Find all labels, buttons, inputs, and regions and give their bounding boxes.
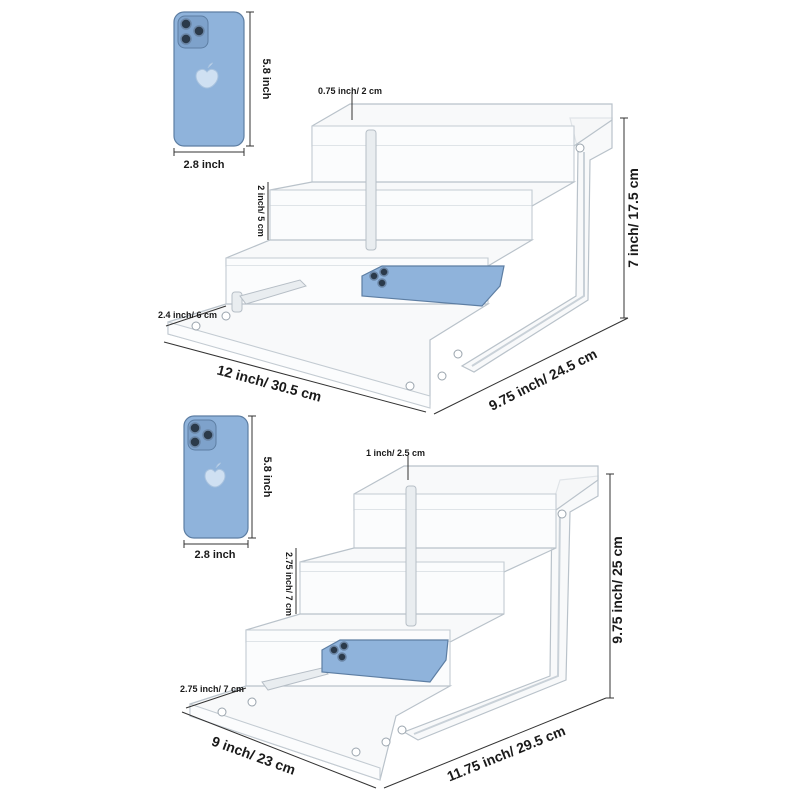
camera-lens-icon bbox=[377, 278, 387, 288]
foot-pad bbox=[247, 697, 257, 707]
top-acrylic-stand bbox=[167, 103, 613, 409]
apple-logo-icon bbox=[204, 462, 226, 488]
top-depth-dimension-line bbox=[433, 317, 629, 415]
bottom-phone-width-label: 2.8 inch bbox=[195, 549, 236, 561]
top-bottom-lip-label: 2.4 inch/ 6 cm bbox=[158, 310, 217, 320]
top-phone-height-label: 5.8 inch bbox=[260, 59, 272, 100]
bottom-step-height-label: 2.75 inch/ 7 cm bbox=[284, 552, 294, 616]
bottom-stand-phone bbox=[321, 639, 449, 683]
foot-pad bbox=[397, 725, 407, 735]
camera-lens-icon bbox=[337, 652, 347, 662]
top-width-dimension-line bbox=[163, 341, 427, 413]
phone-lying bbox=[361, 265, 505, 307]
top-lip-label: 0.75 inch/ 2 cm bbox=[318, 86, 382, 96]
top-step-height-label: 2 inch/ 5 cm bbox=[256, 185, 266, 237]
top-reference-phone bbox=[173, 11, 245, 147]
side-plate bbox=[460, 117, 613, 373]
camera-lens-icon bbox=[180, 33, 192, 45]
foot-pad bbox=[217, 707, 227, 717]
foot-pad bbox=[453, 349, 463, 359]
camera-lens-icon bbox=[339, 641, 349, 651]
camera-lens-icon bbox=[329, 645, 339, 655]
camera-lens-icon bbox=[189, 436, 201, 448]
foot-pad bbox=[405, 381, 415, 391]
camera-lens-icon bbox=[180, 18, 192, 30]
bottom-bottom-lip-label: 2.75 inch/ 7 cm bbox=[180, 684, 244, 694]
foot-pad bbox=[351, 747, 361, 757]
bottom-phone-height-label: 5.8 inch bbox=[261, 457, 273, 498]
support-rod bbox=[405, 485, 417, 627]
bottom-depth-label: 11.75 inch/ 29.5 cm bbox=[445, 722, 568, 784]
foot-pad bbox=[575, 143, 585, 153]
foot-pad bbox=[437, 371, 447, 381]
top-height-label: 7 inch/ 17.5 cm bbox=[625, 168, 641, 268]
camera-lens-icon bbox=[189, 422, 201, 434]
foot-pad bbox=[557, 509, 567, 519]
apple-logo-icon bbox=[195, 62, 219, 89]
foot-pad bbox=[191, 321, 201, 331]
foot-pad bbox=[381, 737, 391, 747]
camera-lens-icon bbox=[193, 25, 205, 37]
bottom-reference-phone bbox=[183, 415, 249, 539]
foot-pad bbox=[221, 311, 231, 321]
top-stand-phone bbox=[361, 265, 505, 307]
bottom-acrylic-stand bbox=[189, 465, 599, 781]
camera-lens-icon bbox=[202, 429, 214, 441]
camera-lens-icon bbox=[369, 271, 379, 281]
support-rod bbox=[365, 129, 377, 251]
bottom-width-dimension-line bbox=[181, 711, 377, 789]
top-phone-width-label: 2.8 inch bbox=[184, 159, 225, 171]
camera-lens-icon bbox=[379, 267, 389, 277]
bottom-depth-dimension-line bbox=[383, 697, 607, 789]
bottom-height-label: 9.75 inch/ 25 cm bbox=[609, 536, 625, 643]
bottom-top-lip-label: 1 inch/ 2.5 cm bbox=[366, 448, 425, 458]
support-rod bbox=[231, 291, 243, 313]
phone-lying bbox=[321, 639, 449, 683]
